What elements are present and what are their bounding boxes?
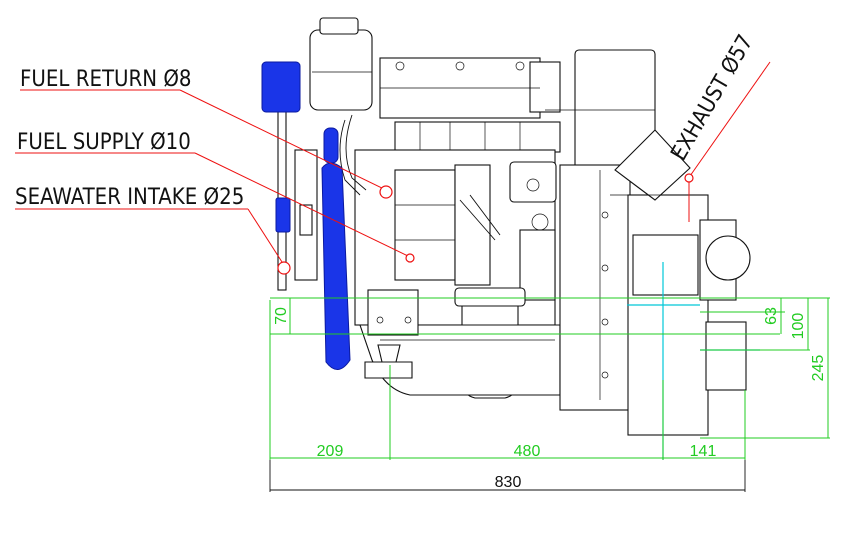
pipe-callouts <box>15 61 771 275</box>
dim-480: 480 <box>514 443 541 460</box>
engine-body <box>277 17 751 436</box>
seawater-intake-label: SEAWATER INTAKE Ø25 <box>15 185 244 210</box>
dim-63: 63 <box>763 307 780 325</box>
dim-70: 70 <box>273 307 290 325</box>
dim-245: 245 <box>810 355 827 382</box>
dim-100: 100 <box>790 313 807 340</box>
fuel-return-label: FUEL RETURN Ø8 <box>20 67 192 92</box>
dim-209: 209 <box>317 443 344 460</box>
fuel-supply-label: FUEL SUPPLY Ø10 <box>17 130 191 155</box>
dimension-lines <box>269 297 830 492</box>
dim-830: 830 <box>495 474 522 491</box>
dim-141: 141 <box>690 443 717 460</box>
seawater-pump-blue <box>261 61 351 370</box>
